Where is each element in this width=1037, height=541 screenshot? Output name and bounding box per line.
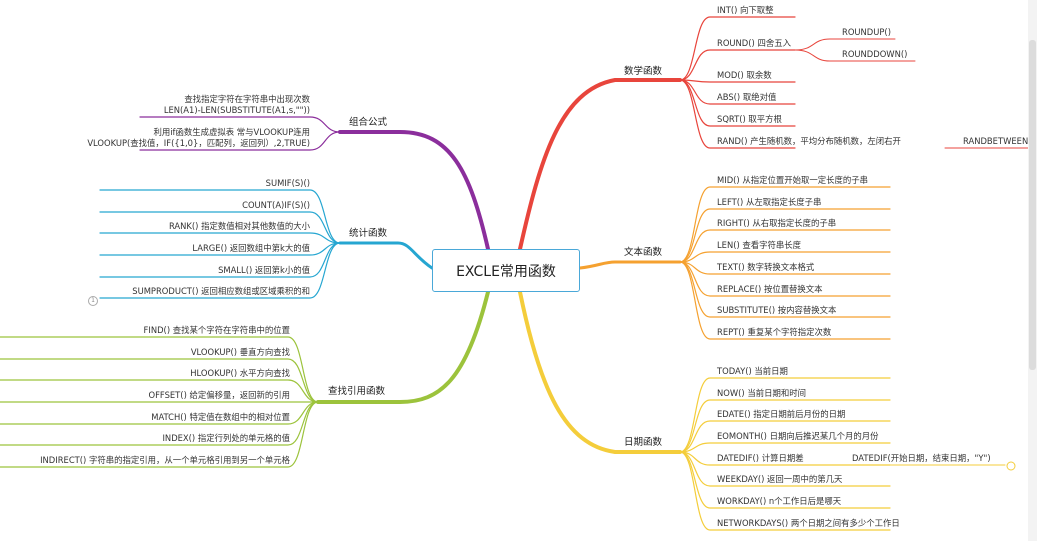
- stats-item[interactable]: COUNT(A)IF(S)(): [242, 200, 310, 210]
- child-connector: [0, 379, 319, 403]
- text-item[interactable]: RIGHT() 从右取指定长度的子串: [717, 218, 837, 228]
- child-connector: [679, 229, 891, 263]
- child-connector: [0, 358, 319, 403]
- math-item[interactable]: ROUND() 四舍五入: [717, 38, 791, 48]
- branch-text[interactable]: 文本函数: [624, 247, 663, 258]
- date-item[interactable]: TODAY() 当前日期: [717, 366, 788, 376]
- child-connector: [679, 49, 796, 81]
- lookup-item[interactable]: MATCH() 特定值在数组中的相对位置: [151, 412, 290, 422]
- child-connector: [679, 377, 891, 453]
- datedif-child[interactable]: DATEDIF(开始日期，结束日期，"Y"): [852, 453, 991, 463]
- child-connector: [679, 451, 891, 487]
- combo-item-title[interactable]: 查找指定字符在字符串中出现次数: [184, 94, 310, 104]
- branch-lookup[interactable]: 查找引用函数: [328, 386, 386, 397]
- child-connector: [679, 261, 891, 340]
- stats-item[interactable]: LARGE() 返回数组中第k大的值: [192, 243, 310, 253]
- stats-item[interactable]: RANK() 指定数值相对其他数值的大小: [168, 221, 310, 231]
- child-connector: [679, 16, 796, 81]
- round-child[interactable]: ROUNDUP(): [842, 27, 891, 37]
- child-connector: [0, 336, 319, 403]
- lookup-item[interactable]: VLOOKUP() 垂直方向查找: [190, 347, 290, 357]
- stats-item[interactable]: SUMPRODUCT() 返回相应数组或区域乘积的和: [132, 286, 310, 296]
- text-item[interactable]: MID() 从指定位置开始取一定长度的子串: [717, 175, 868, 185]
- math-item[interactable]: RAND() 产生随机数，平均分布随机数，左闭右开: [717, 136, 901, 146]
- stats-item[interactable]: SMALL() 返回第k小的值: [218, 265, 310, 275]
- branch-date[interactable]: 日期函数: [624, 437, 663, 448]
- branch-math[interactable]: 数学函数: [624, 66, 663, 77]
- child-connector: [99, 211, 341, 244]
- child-connector: [679, 420, 891, 453]
- child-connector: [794, 49, 916, 62]
- lookup-item[interactable]: FIND() 查找某个字符在字符串中的位置: [143, 325, 290, 335]
- collapse-badge-icon[interactable]: 1: [88, 296, 98, 306]
- child-connector: [99, 189, 341, 244]
- date-item[interactable]: NETWORKDAYS() 两个日期之间有多少个工作日: [717, 518, 900, 528]
- branch-connector: [338, 130, 490, 251]
- stats-item[interactable]: SUMIF(S)(): [265, 178, 310, 188]
- branch-connector: [578, 260, 682, 270]
- lookup-item[interactable]: INDEX() 指定行列处的单元格的值: [162, 433, 290, 443]
- date-item[interactable]: WEEKDAY() 返回一周中的第几天: [717, 474, 843, 484]
- date-item[interactable]: EDATE() 指定日期前后月份的日期: [717, 409, 846, 419]
- rand-child[interactable]: RANDBETWEEN: [963, 136, 1029, 146]
- branch-stats[interactable]: 统计函数: [349, 228, 388, 239]
- child-connector: [99, 242, 341, 299]
- text-item[interactable]: SUBSTITUTE() 按内容替换文本: [717, 305, 837, 315]
- text-item[interactable]: REPT() 重复某个字符指定次数: [717, 327, 832, 337]
- math-item[interactable]: MOD() 取余数: [717, 70, 772, 80]
- child-connector: [679, 79, 796, 83]
- round-child[interactable]: ROUNDDOWN(): [842, 49, 908, 59]
- date-item[interactable]: EOMONTH() 日期向后推迟某几个月的月份: [717, 431, 879, 441]
- lookup-item[interactable]: HLOOKUP() 水平方向查找: [190, 368, 290, 378]
- lookup-item[interactable]: INDIRECT() 字符串的指定引用，从一个单元格引用到另一个单元格: [40, 455, 290, 465]
- combo-item-formula[interactable]: VLOOKUP(查找值，IF({1,0}，匹配列，返回列）,2,TRUE): [87, 138, 310, 148]
- child-connector: [794, 38, 896, 51]
- child-connector: [679, 442, 891, 453]
- branch-connector: [338, 241, 434, 270]
- child-connector: [679, 208, 891, 263]
- text-item[interactable]: REPLACE() 按位置替换文本: [717, 284, 823, 294]
- central-topic[interactable]: EXCLE常用函数: [432, 249, 580, 292]
- math-item[interactable]: INT() 向下取整: [717, 5, 774, 15]
- date-item[interactable]: WORKDAY() n个工作日后是哪天: [717, 496, 842, 506]
- lookup-item[interactable]: OFFSET() 给定偏移量，返回新的引用: [148, 390, 291, 400]
- date-item[interactable]: DATEDIF() 计算日期差: [717, 453, 804, 463]
- child-connector: [679, 451, 891, 531]
- child-connector: [679, 79, 796, 149]
- branch-connector: [316, 290, 490, 404]
- child-connector: [139, 131, 341, 151]
- text-item[interactable]: TEXT() 数字转换文本格式: [717, 262, 815, 272]
- child-connector: [0, 401, 319, 468]
- text-item[interactable]: LEFT() 从左取指定长度子串: [717, 197, 822, 207]
- child-connector: [139, 116, 341, 133]
- text-item[interactable]: LEN() 查看字符串长度: [717, 240, 802, 250]
- math-item[interactable]: ABS() 取绝对值: [717, 92, 777, 102]
- branch-connector: [518, 290, 682, 454]
- combo-item-title[interactable]: 利用if函数生成虚拟表 常与VLOOKUP连用: [153, 127, 310, 137]
- scrollbar-thumb[interactable]: [1029, 40, 1036, 370]
- child-connector: [99, 232, 341, 244]
- branch-connector: [518, 78, 682, 251]
- date-item[interactable]: NOW() 当前日期和时间: [717, 388, 806, 398]
- child-connector: [679, 399, 891, 453]
- expand-dot-icon[interactable]: [1006, 461, 1016, 471]
- combo-item-formula[interactable]: LEN(A1)-LEN(SUBSTITUTE(A1,s,"")): [163, 105, 310, 115]
- branch-combo[interactable]: 组合公式: [349, 117, 388, 128]
- child-connector: [679, 251, 891, 263]
- math-item[interactable]: SQRT() 取平方根: [717, 114, 782, 124]
- child-connector: [679, 186, 891, 263]
